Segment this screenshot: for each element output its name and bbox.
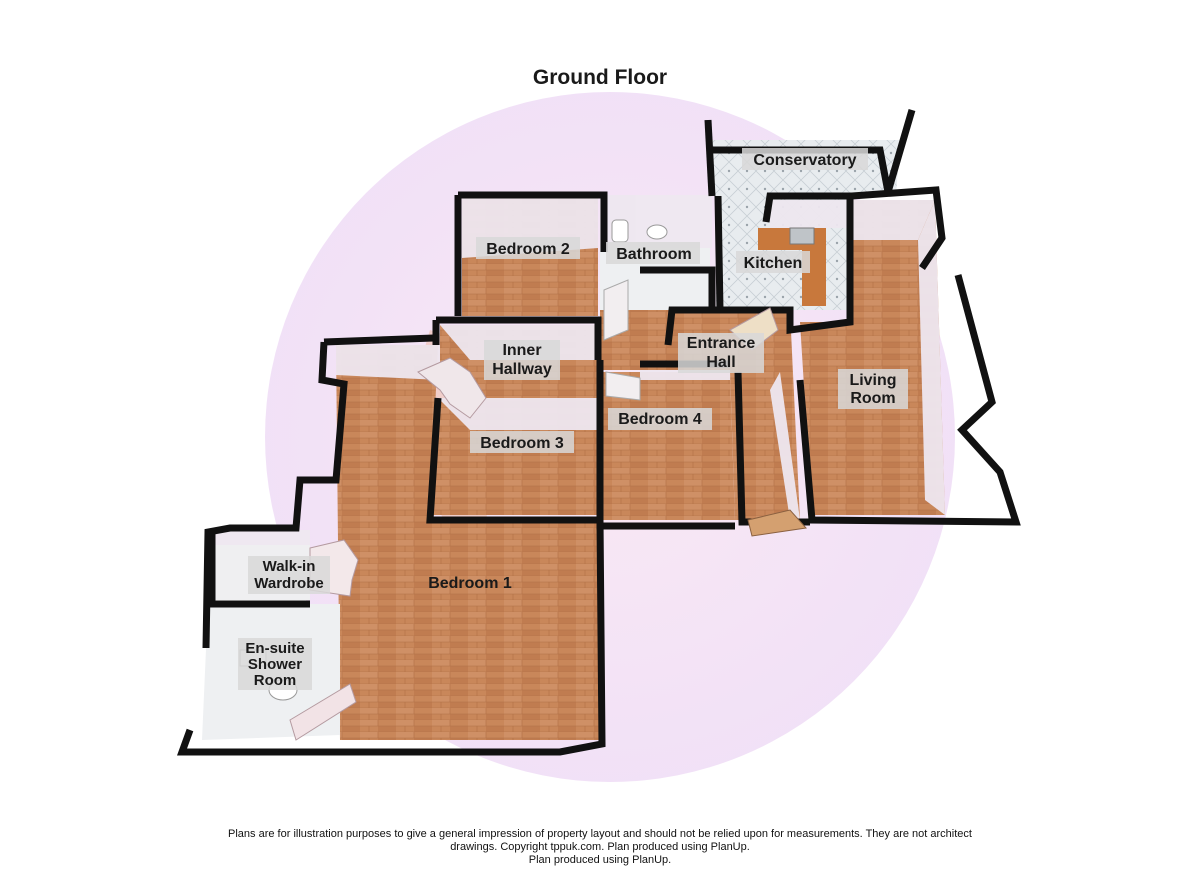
label-wardrobe: Wardrobe bbox=[254, 575, 323, 592]
toilet-icon bbox=[611, 219, 629, 243]
room-labels: Conservatory Bedroom 2 Bathroom Kitchen … bbox=[238, 148, 908, 690]
kitchen-worktop bbox=[758, 228, 826, 306]
label-kitchen: Kitchen bbox=[744, 255, 803, 272]
label-bedroom3: Bedroom 3 bbox=[480, 435, 564, 452]
disclaimer-line-3: Plan produced using PlanUp. bbox=[528, 854, 672, 866]
bedroom1-floor bbox=[336, 345, 600, 740]
label-hall: Hall bbox=[706, 354, 735, 371]
label-bedroom1: Bedroom 1 bbox=[428, 575, 512, 592]
wall-faces bbox=[212, 195, 945, 545]
label-ensuite: En-suite bbox=[245, 640, 304, 657]
label-entrance: Entrance bbox=[687, 335, 756, 352]
label-shower: Shower bbox=[248, 656, 302, 673]
label-hallway: Hallway bbox=[492, 361, 552, 378]
disclaimer-line-1: Plans are for illustration purposes to g… bbox=[228, 828, 972, 840]
sink-icon bbox=[789, 227, 815, 245]
label-inner: Inner bbox=[502, 342, 541, 359]
disclaimer: Plans are for illustration purposes to g… bbox=[200, 828, 1000, 867]
disclaimer-line-2: drawings. Copyright tppuk.com. Plan prod… bbox=[450, 841, 750, 853]
label-bedroom4: Bedroom 4 bbox=[618, 411, 702, 428]
label-bathroom: Bathroom bbox=[616, 246, 692, 263]
label-ensuite-room: Room bbox=[254, 672, 297, 689]
basin-icon bbox=[646, 224, 668, 240]
label-living: Living bbox=[849, 372, 896, 389]
walls bbox=[177, 109, 1021, 756]
label-walkin: Walk-in bbox=[263, 558, 316, 575]
label-room: Room bbox=[850, 390, 895, 407]
plan-title: Ground Floor bbox=[532, 66, 668, 89]
label-conservatory: Conservatory bbox=[753, 152, 856, 169]
label-bedroom2: Bedroom 2 bbox=[486, 241, 570, 258]
living-room-floor bbox=[800, 200, 945, 515]
